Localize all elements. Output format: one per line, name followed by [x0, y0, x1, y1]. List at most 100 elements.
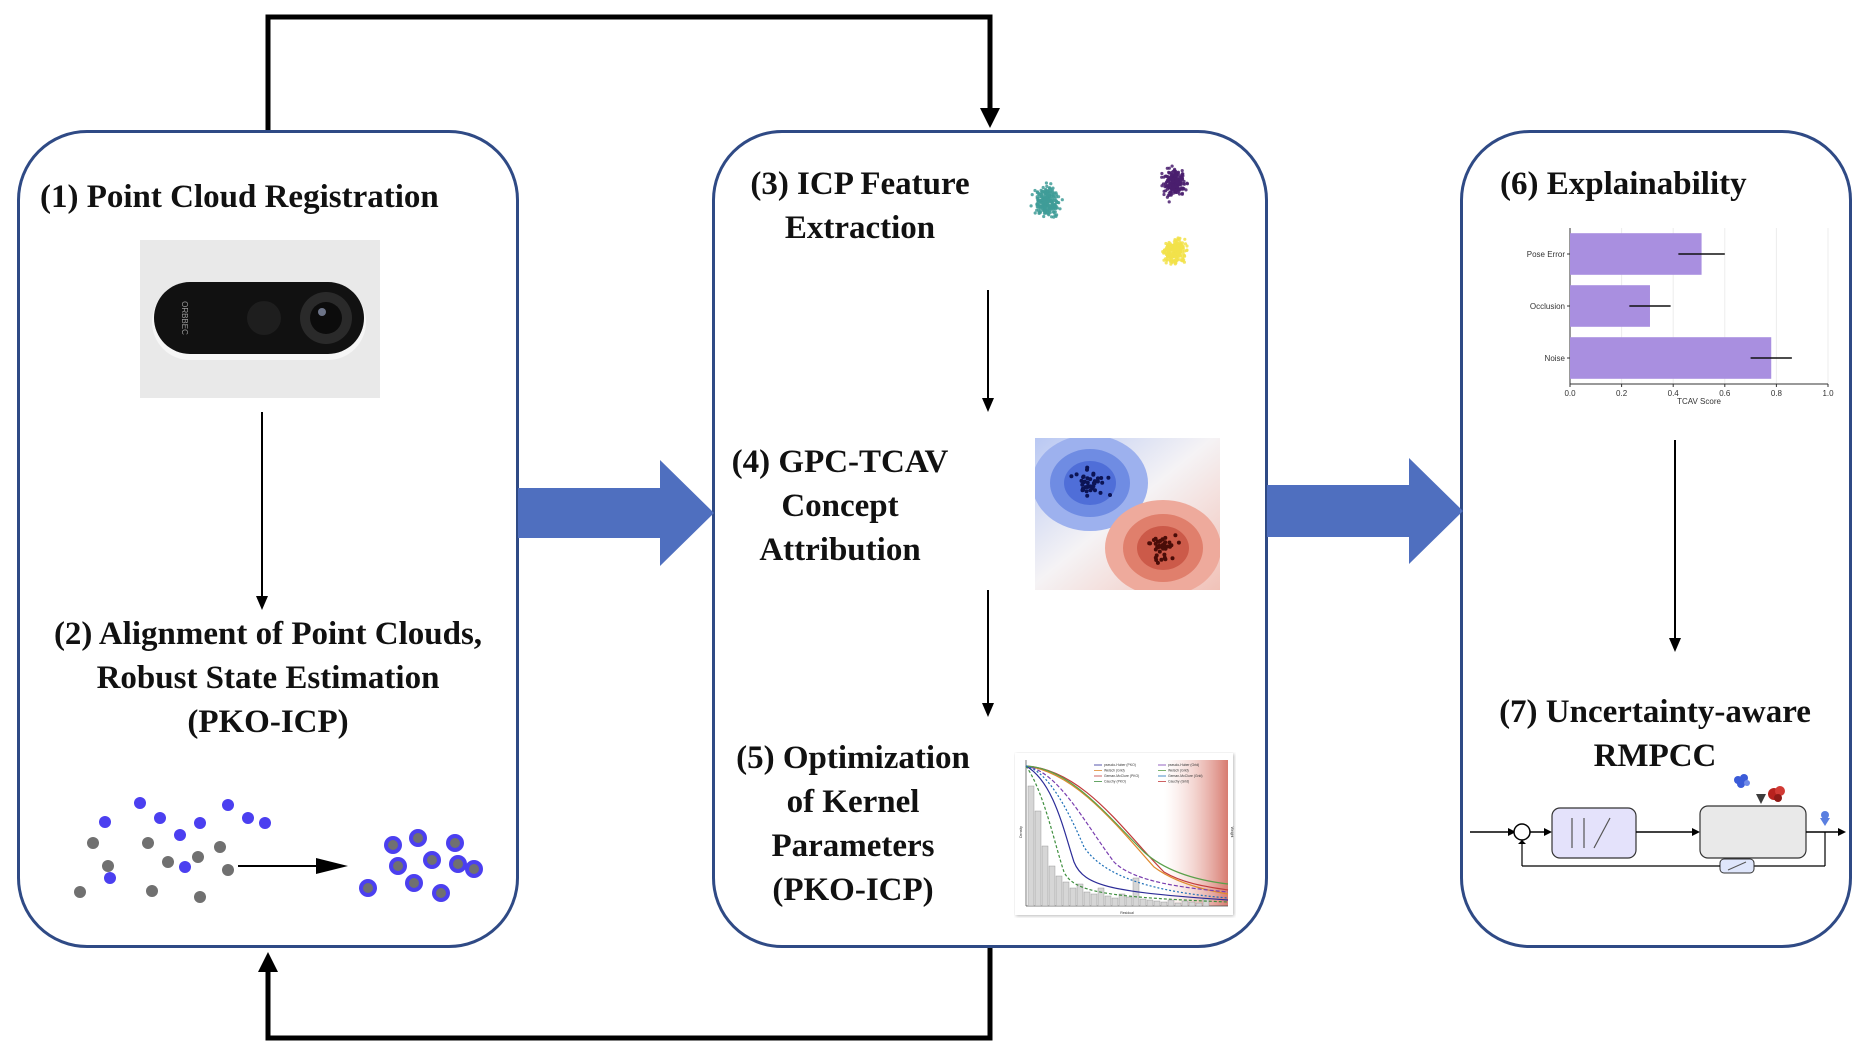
cluster-point-1: [1166, 193, 1170, 198]
histogram-bar: [1195, 902, 1203, 907]
gpc-point-blue: [1081, 487, 1086, 492]
step-2-title: (2) Alignment of Point Clouds, Robust St…: [53, 616, 483, 740]
cluster-point-1: [1169, 176, 1173, 180]
cluster-point-2: [1166, 255, 1170, 259]
histogram-bar: [1027, 785, 1035, 907]
tcav-x-tick-label: 0.2: [1616, 389, 1628, 398]
control-loop-diagram: [1470, 774, 1846, 874]
cluster-point-0: [1049, 199, 1053, 203]
cluster-point-1: [1167, 200, 1171, 204]
gpc-point-blue: [1084, 489, 1089, 494]
gpc-point-red: [1162, 543, 1166, 548]
gpc-point-blue: [1099, 476, 1104, 480]
histogram-bar: [1076, 883, 1084, 907]
cluster-point-2: [1181, 255, 1185, 259]
gpc-point-blue: [1081, 474, 1086, 479]
cluster-point-2: [1171, 248, 1175, 252]
gpc-point-red: [1161, 546, 1166, 551]
histogram-bar: [1083, 891, 1091, 907]
cluster-point-0: [1040, 205, 1044, 209]
gripper-icon: [1756, 794, 1766, 804]
step-6-to-7-arrow: [1669, 440, 1681, 652]
cluster-point-2: [1181, 252, 1185, 256]
output-marker-icon: [1820, 818, 1830, 826]
cluster-point-2: [1164, 261, 1168, 265]
cluster-point-2: [1167, 242, 1171, 246]
cluster-point-1: [1180, 176, 1184, 180]
histogram-bar: [1146, 899, 1154, 907]
cluster-point-1: [1185, 182, 1189, 186]
flow-arrow-1: [518, 460, 714, 566]
cluster-point-0: [1044, 209, 1048, 213]
gpc-point-blue: [1085, 465, 1090, 470]
top-loop-line: [265, 14, 993, 130]
step-3-title: (3) ICP Feature Extraction: [750, 166, 970, 246]
cluster-point-0: [1051, 210, 1055, 214]
gpc-point-red: [1157, 539, 1161, 544]
cluster-point-0: [1047, 209, 1051, 213]
kernel-legend-label: Geman-McClure (PKO): [1104, 774, 1139, 778]
cluster-point-2: [1164, 257, 1168, 261]
step-4-to-5-arrow: [982, 590, 994, 717]
histogram-bar: [1104, 895, 1112, 907]
histogram-bar: [1160, 901, 1168, 907]
cluster-point-1: [1162, 192, 1166, 197]
histogram-bar: [1055, 875, 1063, 907]
top-loop-arrowhead: [980, 108, 1000, 128]
cluster-point-1: [1165, 179, 1169, 184]
cluster-point-1: [1171, 180, 1175, 184]
histogram-bar: [1118, 893, 1126, 907]
gpc-point-red: [1170, 556, 1175, 561]
tcav-category-label: Pose Error: [1527, 250, 1566, 259]
bottom-loop-arrowhead: [258, 952, 278, 972]
cluster-point-2: [1167, 247, 1171, 251]
cluster-point-0: [1042, 214, 1046, 219]
gpc-point-blue: [1091, 484, 1096, 489]
summing-junction: [1513, 823, 1531, 841]
gpc-point-blue: [1098, 490, 1103, 495]
tcav-x-tick-label: 0.0: [1564, 389, 1576, 398]
cluster-point-2: [1171, 251, 1175, 256]
bottom-loop-line: [265, 948, 993, 1041]
tcav-xlabel: TCAV Score: [1677, 397, 1721, 406]
gpc-point-red: [1151, 538, 1156, 542]
cluster-point-0: [1039, 193, 1043, 197]
cluster-point-2: [1185, 248, 1189, 253]
cluster-point-0: [1030, 193, 1034, 197]
gpc-point-red: [1147, 541, 1152, 546]
cluster-point-0: [1029, 204, 1033, 208]
cluster-point-2: [1168, 255, 1172, 259]
step-1-to-2-arrow: [256, 412, 268, 610]
step-6-title: (6) Explainability: [1500, 166, 1747, 202]
gpc-point-blue: [1091, 481, 1096, 486]
gpc-point-blue: [1108, 493, 1112, 497]
cluster-point-0: [1045, 184, 1049, 188]
cluster-point-2: [1172, 254, 1177, 258]
cluster-point-0: [1060, 198, 1064, 202]
histogram-bar: [1090, 893, 1098, 907]
cluster-point-1: [1169, 192, 1173, 196]
gpc-point-red: [1155, 560, 1160, 565]
cluster-point-0: [1051, 190, 1055, 194]
cluster-point-1: [1177, 189, 1181, 193]
gpc-point-blue: [1085, 493, 1090, 498]
cluster-point-0: [1051, 186, 1055, 190]
gpc-point-red: [1154, 558, 1159, 562]
cluster-point-1: [1180, 191, 1184, 195]
kernel-legend-label: pseudo-Huber (Grid): [1168, 763, 1199, 767]
camera-image: ORBBEC: [140, 240, 380, 398]
cluster-point-1: [1180, 187, 1184, 191]
cluster-point-0: [1046, 202, 1050, 206]
kernel-ylabel-left: Density: [1019, 826, 1023, 838]
gpc-point-red: [1155, 545, 1160, 549]
histogram-bar: [1153, 900, 1161, 907]
gpc-point-red: [1162, 552, 1167, 557]
cluster-point-0: [1054, 195, 1058, 199]
tcav-x-tick-label: 1.0: [1822, 389, 1834, 398]
cluster-point-0: [1035, 205, 1039, 209]
cluster-point-1: [1184, 188, 1188, 192]
step-1-title: (1) Point Cloud Registration: [40, 179, 439, 215]
cluster-point-2: [1176, 250, 1181, 254]
